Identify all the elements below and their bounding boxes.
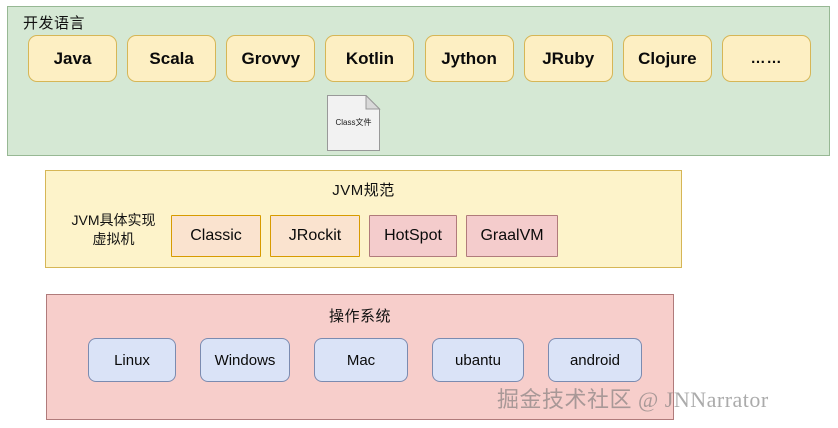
operating-system-layer: 操作系统 Linux Windows Mac ubantu android	[46, 294, 674, 420]
class-file-label: Class文件	[335, 118, 372, 127]
class-file-icon: Class文件	[327, 95, 384, 151]
language-chip-grovvy[interactable]: Grovvy	[226, 35, 316, 82]
language-chip-java[interactable]: Java	[28, 35, 117, 82]
jvm-chip-graalvm[interactable]: GraalVM	[466, 215, 558, 257]
os-chip-linux[interactable]: Linux	[88, 338, 176, 382]
os-chip-ubantu[interactable]: ubantu	[432, 338, 524, 382]
jvm-implementation-label-line2: 虚拟机	[92, 231, 135, 247]
languages-layer: 开发语言 Java Scala Grovvy Kotlin Jython JRu…	[7, 6, 830, 156]
operating-system-layer-title: 操作系统	[328, 308, 391, 325]
language-chip-more[interactable]: ……	[721, 35, 811, 82]
os-chip-android[interactable]: android	[548, 338, 642, 382]
language-chip-jruby[interactable]: JRuby	[523, 35, 613, 82]
jvm-implementation-label-line1: JVM具体实现	[71, 212, 156, 228]
language-chip-jython[interactable]: Jython	[424, 35, 514, 82]
jvm-chip-jrockit[interactable]: JRockit	[270, 215, 360, 257]
os-chip-windows[interactable]: Windows	[200, 338, 290, 382]
language-chip-kotlin[interactable]: Kotlin	[325, 35, 415, 82]
jvm-chip-classic[interactable]: Classic	[171, 215, 261, 257]
languages-layer-title: 开发语言	[23, 15, 86, 32]
operating-system-chip-row: Linux Windows Mac ubantu android	[88, 338, 642, 382]
jvm-layer: JVM规范 JVM具体实现 虚拟机 Classic JRockit HotSpo…	[45, 170, 682, 268]
jvm-layer-title: JVM规范	[332, 182, 395, 199]
jvm-implementation-label: JVM具体实现 虚拟机	[56, 211, 171, 249]
watermark: 掘金技术社区 @ JNNarrator	[497, 387, 769, 412]
languages-chip-row: Java Scala Grovvy Kotlin Jython JRuby Cl…	[28, 35, 811, 82]
language-chip-clojure[interactable]: Clojure	[622, 35, 712, 82]
jvm-chip-hotspot[interactable]: HotSpot	[369, 215, 457, 257]
os-chip-mac[interactable]: Mac	[314, 338, 408, 382]
jvm-chip-row: Classic JRockit HotSpot GraalVM	[171, 215, 558, 259]
file-icon	[327, 95, 381, 151]
language-chip-scala[interactable]: Scala	[127, 35, 217, 82]
